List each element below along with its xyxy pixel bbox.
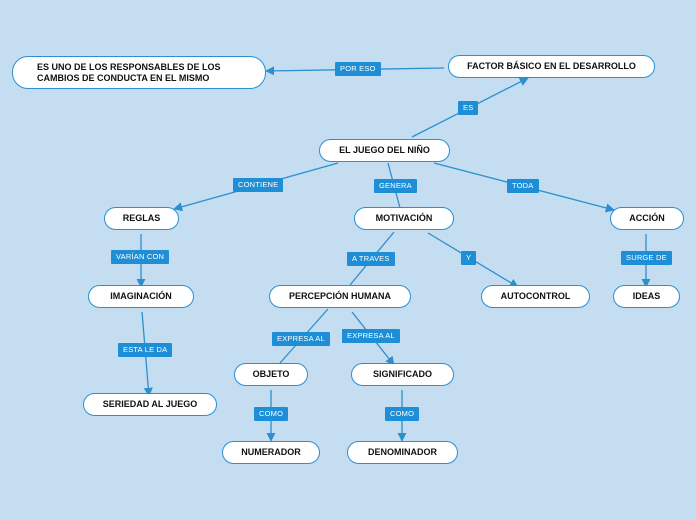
label-a-traves[interactable]: A TRAVES (347, 252, 395, 266)
node-juego[interactable]: EL JUEGO DEL NIÑO (319, 139, 450, 162)
label-es[interactable]: ES (458, 101, 479, 115)
node-ideas[interactable]: IDEAS (613, 285, 680, 308)
label-expresa-al-1[interactable]: EXPRESA AL (272, 332, 330, 346)
node-motivacion[interactable]: MOTIVACIÓN (354, 207, 454, 230)
label-toda[interactable]: TODA (507, 179, 539, 193)
label-genera[interactable]: GENERA (374, 179, 417, 193)
node-imaginacion[interactable]: IMAGINACIÓN (88, 285, 194, 308)
label-expresa-al-2[interactable]: EXPRESA AL (342, 329, 400, 343)
label-por-eso[interactable]: POR ESO (335, 62, 381, 76)
node-factor[interactable]: FACTOR BÁSICO EN EL DESARROLLO (448, 55, 655, 78)
node-autocontrol[interactable]: AUTOCONTROL (481, 285, 590, 308)
node-objeto[interactable]: OBJETO (234, 363, 308, 386)
node-responsables[interactable]: ES UNO DE LOS RESPONSABLES DE LOS CAMBIO… (12, 56, 266, 89)
label-varian-con[interactable]: VARÍAN CON (111, 250, 170, 264)
label-como-2[interactable]: COMO (385, 407, 420, 421)
node-percepcion[interactable]: PERCEPCIÓN HUMANA (269, 285, 411, 308)
node-reglas[interactable]: REGLAS (104, 207, 179, 230)
label-y[interactable]: Y (461, 251, 477, 265)
label-contiene[interactable]: CONTIENE (233, 178, 284, 192)
node-accion[interactable]: ACCIÓN (610, 207, 684, 230)
node-significado[interactable]: SIGNIFICADO (351, 363, 454, 386)
node-denominador[interactable]: DENOMINADOR (347, 441, 458, 464)
label-como-1[interactable]: COMO (254, 407, 289, 421)
node-seriedad[interactable]: SERIEDAD AL JUEGO (83, 393, 217, 416)
label-esta-le-da[interactable]: ESTA LE DA (118, 343, 173, 357)
node-numerador[interactable]: NUMERADOR (222, 441, 320, 464)
label-surge-de[interactable]: SURGE DE (621, 251, 672, 265)
